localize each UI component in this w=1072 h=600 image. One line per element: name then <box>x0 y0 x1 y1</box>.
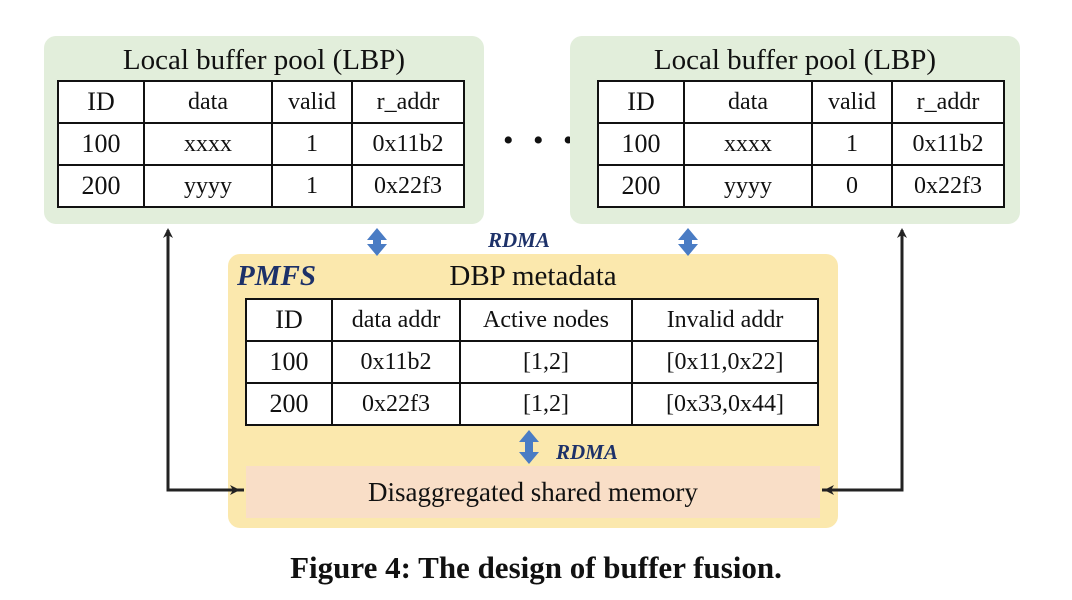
header-cell: ID <box>57 80 145 124</box>
local-buffer-pool-left: Local buffer pool (LBP) ID data valid r_… <box>44 36 484 224</box>
table-cell: 200 <box>245 382 333 426</box>
table-cell: 0x22f3 <box>351 164 465 208</box>
header-cell: Active nodes <box>459 298 633 342</box>
table-cell: 0 <box>811 164 893 208</box>
table-cell: yyyy <box>683 164 813 208</box>
header-cell: valid <box>811 80 893 124</box>
header-cell: data addr <box>331 298 461 342</box>
table-header-row: ID data valid r_addr <box>597 80 1005 124</box>
table-header-row: ID data addr Active nodes Invalid addr <box>245 298 819 342</box>
header-cell: data <box>683 80 813 124</box>
header-cell: ID <box>245 298 333 342</box>
table-cell: [1,2] <box>459 382 633 426</box>
table-cell: 0x11b2 <box>351 122 465 166</box>
table-row: 100 xxxx 1 0x11b2 <box>57 122 465 166</box>
figure-caption: Figure 4: The design of buffer fusion. <box>290 550 782 585</box>
dbp-metadata-table: ID data addr Active nodes Invalid addr 1… <box>245 298 819 426</box>
rdma-label-top: RDMA <box>488 228 550 252</box>
table-header-row: ID data valid r_addr <box>57 80 465 124</box>
table-cell: 1 <box>811 122 893 166</box>
header-cell: r_addr <box>891 80 1005 124</box>
table-cell: xxxx <box>683 122 813 166</box>
table-cell: 0x22f3 <box>891 164 1005 208</box>
header-cell: Invalid addr <box>631 298 819 342</box>
header-cell: valid <box>271 80 353 124</box>
lbp-left-title: Local buffer pool (LBP) <box>122 44 406 76</box>
header-cell: data <box>143 80 273 124</box>
lbp-left-table: ID data valid r_addr 100 xxxx 1 0x11b2 2… <box>57 80 465 208</box>
rdma-label-bottom: RDMA <box>556 440 618 464</box>
table-cell: 200 <box>597 164 685 208</box>
table-cell: 1 <box>271 122 353 166</box>
pmfs-container: PMFS DBP metadata ID data addr Active no… <box>228 254 838 528</box>
rdma-arrow-right <box>678 228 698 256</box>
table-cell: 200 <box>57 164 145 208</box>
table-cell: [0x11,0x22] <box>631 340 819 384</box>
table-cell: yyyy <box>143 164 273 208</box>
table-cell: xxxx <box>143 122 273 166</box>
table-cell: 0x11b2 <box>331 340 461 384</box>
lbp-right-table: ID data valid r_addr 100 xxxx 1 0x11b2 2… <box>597 80 1005 208</box>
header-cell: r_addr <box>351 80 465 124</box>
ellipsis: • • • <box>503 124 580 157</box>
rdma-arrow-left <box>367 228 387 256</box>
dbp-metadata-title: DBP metadata <box>449 260 617 292</box>
table-cell: [1,2] <box>459 340 633 384</box>
lbp-right-title: Local buffer pool (LBP) <box>653 44 937 76</box>
table-cell: 0x22f3 <box>331 382 461 426</box>
table-row: 100 xxxx 1 0x11b2 <box>597 122 1005 166</box>
table-row: 200 yyyy 0 0x22f3 <box>597 164 1005 208</box>
table-row: 100 0x11b2 [1,2] [0x11,0x22] <box>245 340 819 384</box>
table-row: 200 yyyy 1 0x22f3 <box>57 164 465 208</box>
table-cell: 1 <box>271 164 353 208</box>
table-row: 200 0x22f3 [1,2] [0x33,0x44] <box>245 382 819 426</box>
table-cell: [0x33,0x44] <box>631 382 819 426</box>
table-cell: 100 <box>57 122 145 166</box>
table-cell: 100 <box>597 122 685 166</box>
table-cell: 0x11b2 <box>891 122 1005 166</box>
header-cell: ID <box>597 80 685 124</box>
table-cell: 100 <box>245 340 333 384</box>
pmfs-label: PMFS <box>237 260 316 292</box>
disaggregated-shared-memory: Disaggregated shared memory <box>246 466 820 518</box>
local-buffer-pool-right: Local buffer pool (LBP) ID data valid r_… <box>570 36 1020 224</box>
